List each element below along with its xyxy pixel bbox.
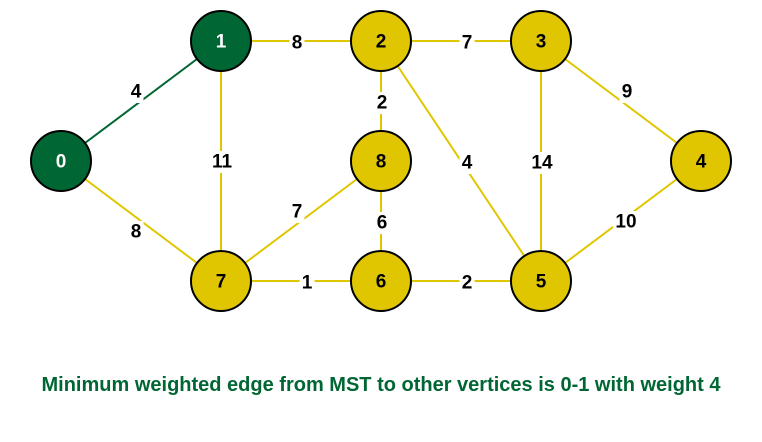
edge-weight-bg — [619, 81, 635, 103]
node-label: 4 — [696, 152, 707, 173]
edge-weight-bg — [374, 212, 390, 234]
node-label: 1 — [216, 32, 227, 53]
edge-weight-bg — [289, 32, 305, 54]
edge-weight-2-3: 7 — [462, 33, 473, 54]
edge-weight-0-1: 4 — [131, 82, 142, 103]
edge-weight-1-7: 11 — [212, 152, 233, 173]
edge-weight-5-6: 2 — [462, 273, 473, 294]
edge-weight-4-5: 10 — [615, 212, 636, 233]
edge-weight-2-5: 4 — [462, 153, 473, 174]
edge-weight-bg — [459, 32, 475, 54]
weights-layer: 4 8 8 11 7 2 4 9 14 10 2 1 6 7 — [128, 32, 639, 294]
node-circle — [350, 10, 412, 72]
node-label: 8 — [376, 152, 387, 173]
edge-weight-bg — [459, 272, 475, 294]
edge-weight-6-8: 6 — [377, 213, 388, 234]
nodes-layer: 0 1 2 3 4 5 6 7 8 — [30, 10, 732, 312]
edge-weight-bg — [209, 151, 235, 173]
node-circle — [190, 10, 252, 72]
node-label: 3 — [536, 32, 547, 53]
edge-weight-bg — [289, 201, 305, 223]
edge-weight-0-7: 8 — [131, 222, 142, 243]
edge-weight-7-8: 7 — [292, 202, 303, 223]
edge-weight-2-8: 2 — [377, 93, 388, 114]
node-3: 3 — [510, 10, 572, 72]
node-6: 6 — [350, 250, 412, 312]
edge-weight-1-2: 8 — [292, 33, 303, 54]
node-5: 5 — [510, 250, 572, 312]
node-8: 8 — [350, 130, 412, 192]
node-label: 2 — [376, 32, 387, 53]
edge-weight-bg — [128, 81, 144, 103]
node-circle — [350, 250, 412, 312]
node-circle — [510, 10, 572, 72]
node-7: 7 — [190, 250, 252, 312]
node-circle — [30, 130, 92, 192]
node-circle — [350, 130, 412, 192]
edge-weight-bg — [299, 272, 315, 294]
edge-weight-bg — [459, 152, 475, 174]
node-label: 6 — [376, 272, 387, 293]
node-circle — [670, 130, 732, 192]
node-0: 0 — [30, 130, 92, 192]
edge-weight-bg — [128, 221, 144, 243]
node-label: 5 — [536, 272, 547, 293]
node-2: 2 — [350, 10, 412, 72]
node-1: 1 — [190, 10, 252, 72]
node-label: 7 — [216, 272, 227, 293]
edge-weight-3-4: 9 — [622, 82, 633, 103]
edge-weight-6-7: 1 — [302, 273, 313, 294]
edge-weight-bg — [374, 92, 390, 114]
node-circle — [510, 250, 572, 312]
edge-weight-bg — [529, 152, 555, 174]
node-circle — [190, 250, 252, 312]
node-label: 0 — [56, 152, 67, 173]
node-4: 4 — [670, 130, 732, 192]
edge-weight-bg — [613, 211, 639, 233]
edge-weight-3-5: 14 — [531, 153, 553, 174]
caption: Minimum weighted edge from MST to other … — [41, 374, 721, 396]
